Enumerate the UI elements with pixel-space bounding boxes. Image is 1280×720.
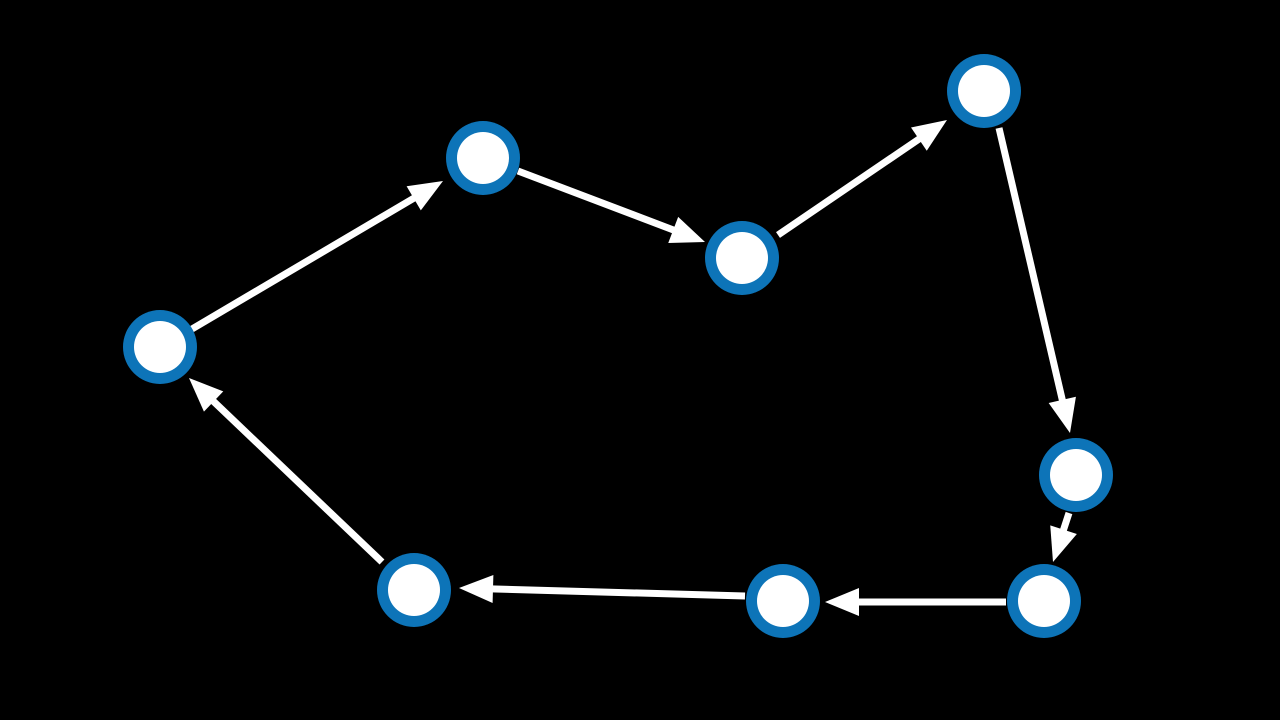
- edge-shaft: [516, 167, 677, 234]
- graph-edge[interactable]: [825, 588, 1006, 616]
- arrowhead-icon: [406, 181, 443, 211]
- graph-node[interactable]: [947, 54, 1021, 128]
- graph-edge[interactable]: [516, 167, 705, 244]
- node-layer: [123, 54, 1113, 638]
- graph-edge[interactable]: [190, 181, 443, 333]
- node-core: [134, 321, 186, 373]
- graph-edge[interactable]: [995, 127, 1076, 433]
- node-core: [958, 65, 1010, 117]
- edge-layer: [189, 120, 1077, 616]
- edge-shaft: [490, 585, 746, 600]
- graph-edge[interactable]: [189, 378, 385, 565]
- node-core: [388, 564, 440, 616]
- edge-shaft: [995, 127, 1067, 403]
- edge-shaft: [776, 135, 923, 238]
- graph-node[interactable]: [1039, 438, 1113, 512]
- edge-shaft: [1059, 511, 1073, 533]
- node-core: [757, 575, 809, 627]
- node-core: [1018, 575, 1070, 627]
- graph-node[interactable]: [705, 221, 779, 295]
- arrowhead-icon: [189, 378, 224, 412]
- graph-edge[interactable]: [1050, 511, 1077, 562]
- arrowhead-icon: [825, 588, 859, 616]
- edge-shaft: [209, 397, 385, 565]
- node-core: [716, 232, 768, 284]
- arrowhead-icon: [459, 574, 494, 603]
- node-core: [1050, 449, 1102, 501]
- graph-node[interactable]: [377, 553, 451, 627]
- graph-node[interactable]: [746, 564, 820, 638]
- arrowhead-icon: [668, 216, 705, 244]
- graph-node[interactable]: [123, 310, 197, 384]
- arrowhead-icon: [1050, 525, 1077, 562]
- graph-node[interactable]: [1007, 564, 1081, 638]
- graph-node[interactable]: [446, 121, 520, 195]
- graph-edge[interactable]: [459, 574, 746, 603]
- arrowhead-icon: [1048, 396, 1076, 433]
- graph-edge[interactable]: [776, 120, 947, 238]
- node-core: [457, 132, 509, 184]
- arrowhead-icon: [911, 120, 947, 151]
- edge-shaft: [190, 194, 418, 333]
